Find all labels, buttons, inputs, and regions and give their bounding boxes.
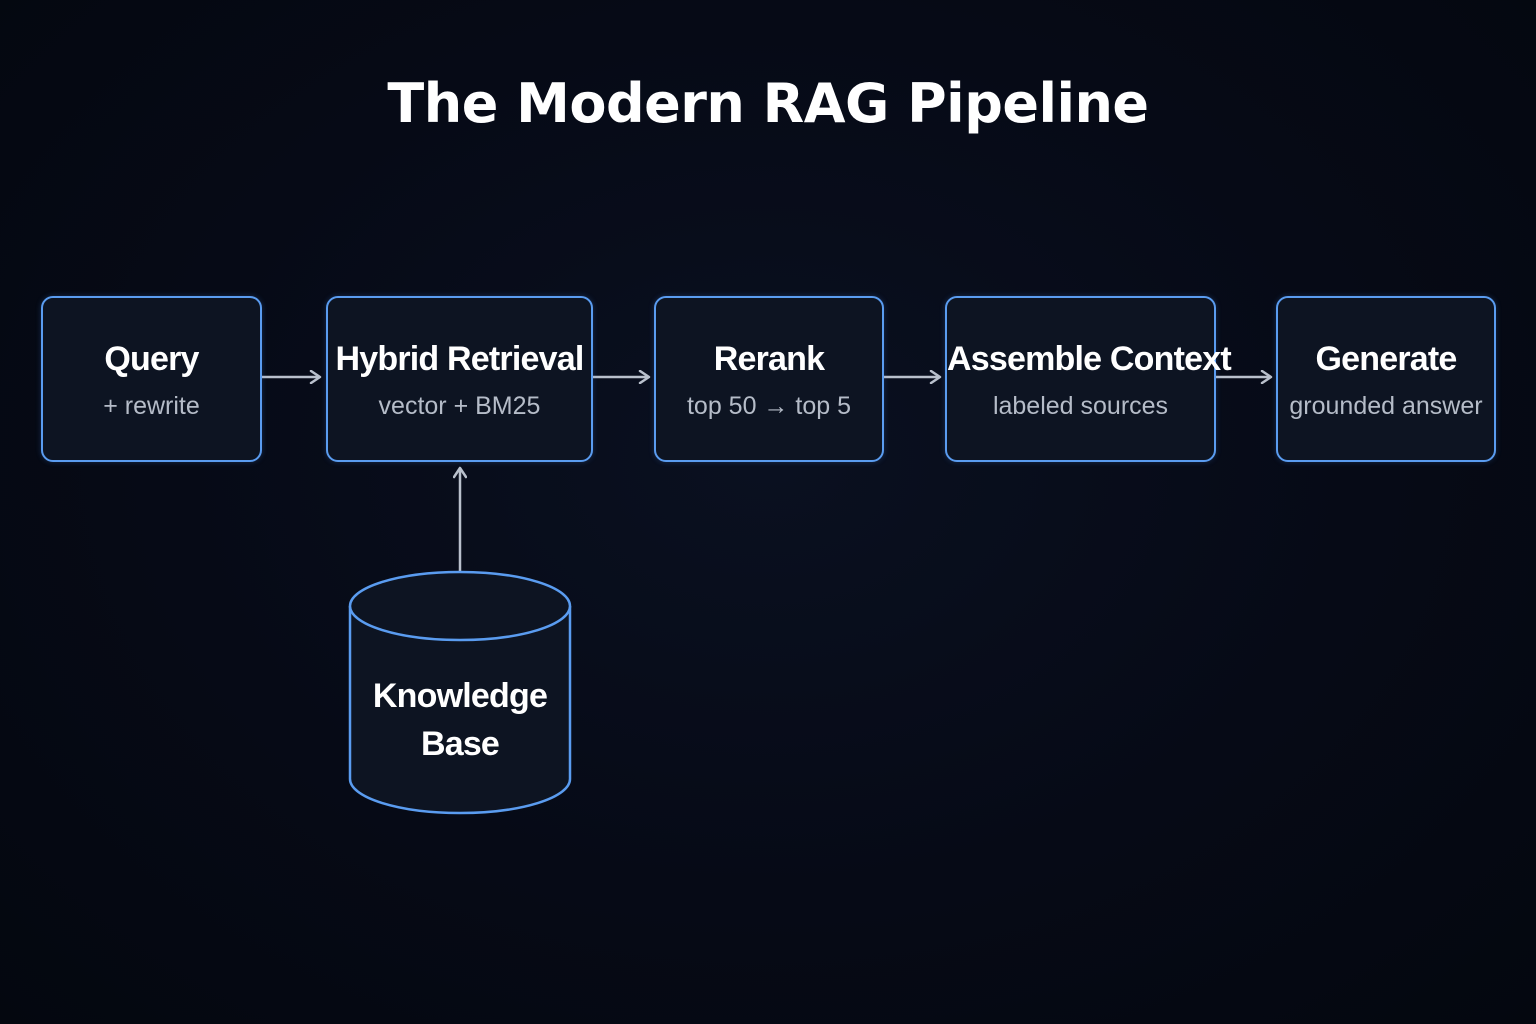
node-generate[interactable]: Generate grounded answer <box>1276 296 1496 462</box>
knowledge-base-label: Knowledge Base <box>350 672 570 768</box>
node-sublabel: grounded answer <box>1289 392 1483 420</box>
node-query[interactable]: Query + rewrite <box>41 296 262 462</box>
node-sublabel: top 50 → top 5 <box>686 392 851 420</box>
node-assemble-context[interactable]: Assemble Context labeled sources <box>945 296 1232 462</box>
diagram-title: The Modern RAG Pipeline <box>387 72 1149 135</box>
knowledge-base-line-1: Knowledge <box>372 677 548 715</box>
node-label: Generate <box>1315 340 1457 378</box>
node-rerank[interactable]: Rerank top 50 → top 5 <box>654 296 884 462</box>
knowledge-base-cylinder[interactable] <box>348 570 572 815</box>
knowledge-base-line-2: Base <box>420 725 500 763</box>
node-label: Rerank <box>713 340 825 378</box>
node-label: Assemble Context <box>947 340 1232 378</box>
node-sublabel: + rewrite <box>103 392 200 420</box>
node-label: Hybrid Retrieval <box>335 340 585 378</box>
node-hybrid-retrieval[interactable]: Hybrid Retrieval vector + BM25 <box>326 296 593 462</box>
node-sublabel: labeled sources <box>992 392 1169 420</box>
node-label: Query <box>104 340 199 378</box>
node-sublabel: vector + BM25 <box>378 392 541 420</box>
